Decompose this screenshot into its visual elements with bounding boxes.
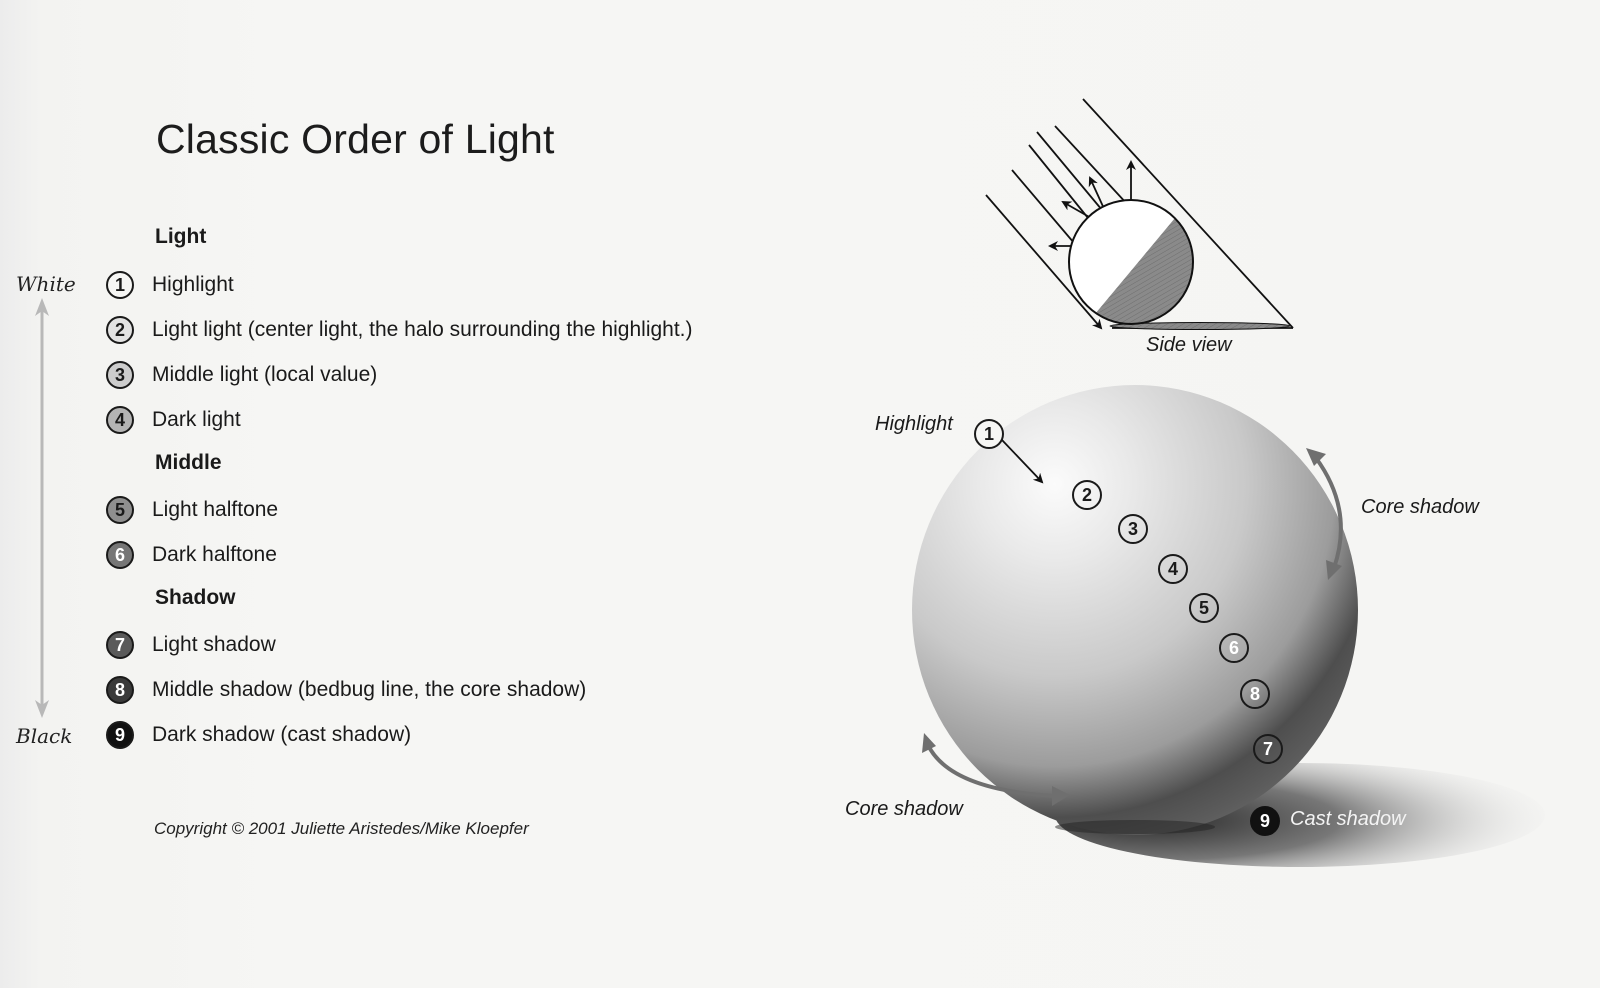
legend-item-label: Dark halftone	[152, 543, 277, 566]
legend-item: 4 Dark light	[106, 403, 241, 437]
legend-item-label: Middle light (local value)	[152, 363, 378, 386]
core-shadow-label-right: Core shadow	[1361, 496, 1479, 518]
side-view-label: Side view	[1146, 334, 1232, 356]
group-heading-middle: Middle	[155, 451, 222, 474]
double-arrow-icon	[35, 298, 49, 718]
sphere-marker-3: 3	[1118, 514, 1148, 544]
group-heading-shadow: Shadow	[155, 586, 236, 609]
highlight-arrow-icon	[1001, 439, 1044, 484]
legend-item-label: Middle shadow (bedbug line, the core sha…	[152, 678, 587, 701]
scale-white-label: White	[16, 272, 76, 296]
legend-item-label: Highlight	[152, 273, 234, 296]
legend-item-label: Light shadow	[152, 633, 276, 656]
legend-item-label: Dark shadow (cast shadow)	[152, 723, 412, 746]
sphere-marker-6: 6	[1219, 633, 1249, 663]
legend-item: 8 Middle shadow (bedbug line, the core s…	[106, 673, 586, 707]
highlight-label: Highlight	[875, 413, 953, 435]
legend-item: 6 Dark halftone	[106, 538, 277, 572]
sphere-marker-9: 9	[1250, 806, 1280, 836]
legend-item-label: Light light (center light, the halo surr…	[152, 318, 693, 341]
legend-item: 5 Light halftone	[106, 493, 278, 527]
sphere-marker-4: 4	[1158, 554, 1188, 584]
legend-item: 3 Middle light (local value)	[106, 358, 377, 392]
cast-shadow-label: Cast shadow	[1290, 808, 1406, 830]
legend-item: 2 Light light (center light, the halo su…	[106, 313, 693, 347]
copyright-notice: Copyright © 2001 Juliette Aristedes/Mike…	[154, 819, 529, 838]
legend-item: 9 Dark shadow (cast shadow)	[106, 718, 411, 752]
value-badge-5: 5	[106, 496, 134, 524]
sphere-marker-1: 1	[974, 419, 1004, 449]
value-badge-6: 6	[106, 541, 134, 569]
value-badge-2: 2	[106, 316, 134, 344]
scale-black-label: Black	[16, 724, 73, 748]
core-shadow-arrow-right-icon	[1306, 448, 1343, 580]
page-title: Classic Order of Light	[156, 116, 555, 162]
core-shadow-label-left: Core shadow	[845, 798, 963, 820]
sphere-marker-8: 8	[1240, 679, 1270, 709]
value-badge-9: 9	[106, 721, 134, 749]
value-badge-1: 1	[106, 271, 134, 299]
sphere-marker-7: 7	[1253, 734, 1283, 764]
value-badge-7: 7	[106, 631, 134, 659]
value-badge-4: 4	[106, 406, 134, 434]
legend-item-label: Dark light	[152, 408, 241, 431]
group-heading-light: Light	[155, 225, 207, 248]
sphere-marker-5: 5	[1189, 593, 1219, 623]
sphere-marker-2: 2	[1072, 480, 1102, 510]
legend-item-label: Light halftone	[152, 498, 279, 521]
legend-item: 1 Highlight	[106, 268, 234, 302]
shaded-sphere	[912, 385, 1358, 835]
value-badge-8: 8	[106, 676, 134, 704]
legend-item: 7 Light shadow	[106, 628, 276, 662]
core-shadow-arrow-left-icon	[922, 733, 1070, 806]
value-badge-3: 3	[106, 361, 134, 389]
